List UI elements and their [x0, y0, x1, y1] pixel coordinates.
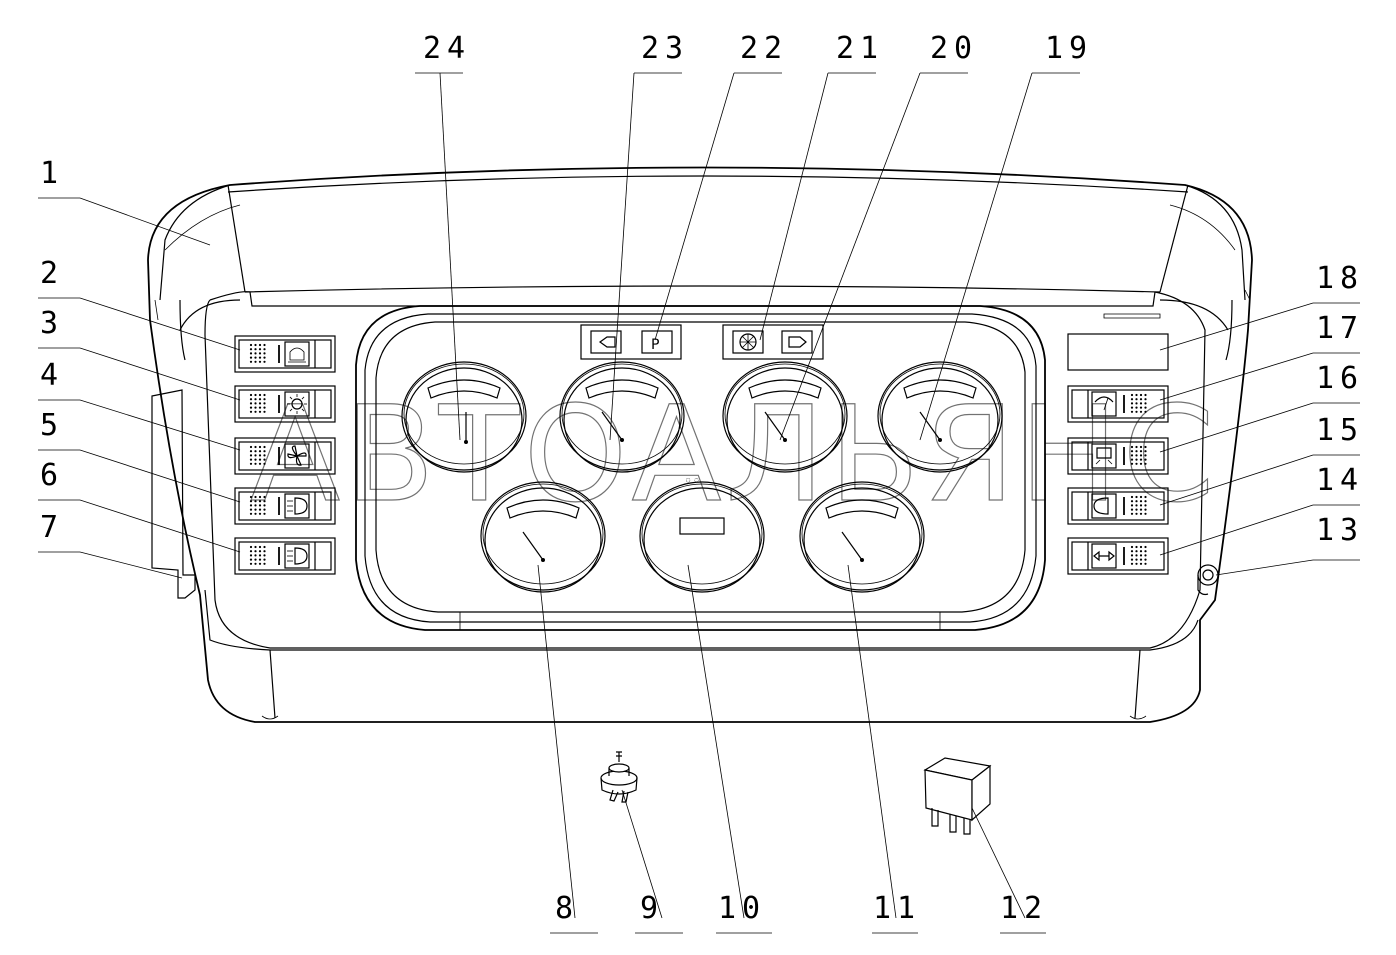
switch-right-2[interactable]	[1067, 437, 1169, 475]
watermark-text: АВТОАЛЬЯНС	[250, 378, 1219, 532]
callout-23: 23	[609, 31, 689, 441]
tiny-mark: ◌ ◌	[686, 476, 699, 484]
callout-number: 7	[40, 510, 64, 545]
callout-number: 11	[873, 891, 921, 926]
switch-right-1[interactable]	[1067, 385, 1169, 423]
callout-14: 14	[1159, 463, 1364, 556]
callout-number: 23	[641, 31, 689, 66]
callout-1: 1	[38, 156, 211, 246]
callout-number: 14	[1316, 463, 1364, 498]
gauge-3	[722, 361, 848, 473]
switch-left-1[interactable]	[234, 335, 336, 373]
callout-number: 12	[1000, 891, 1048, 926]
callout-number: 10	[718, 891, 766, 926]
callout-number: 9	[640, 891, 664, 926]
gauge-6	[639, 481, 765, 593]
gauges-group	[401, 361, 1003, 593]
callout-number: 17	[1316, 311, 1364, 346]
switch-left-3[interactable]	[234, 437, 336, 475]
callout-10: 10	[687, 564, 772, 934]
callout-number: 1	[40, 156, 64, 191]
callout-number: 22	[740, 31, 788, 66]
indicator-block-left: P	[580, 324, 682, 360]
callout-8: 8	[537, 564, 598, 934]
callout-3: 3	[38, 306, 241, 401]
parking-indicator-label: P	[651, 337, 659, 353]
callout-7: 7	[38, 510, 183, 579]
callout-24: 24	[415, 31, 471, 441]
gauge-2	[559, 361, 685, 473]
switch-right-3[interactable]	[1067, 487, 1169, 525]
callout-11: 11	[847, 564, 921, 934]
callout-5: 5	[38, 408, 241, 503]
callout-number: 2	[40, 256, 64, 291]
callout-number: 24	[423, 31, 471, 66]
callout-22: 22	[654, 31, 788, 341]
callout-18: 18	[1159, 261, 1364, 351]
relay-part	[923, 757, 992, 835]
callout-number: 18	[1316, 261, 1364, 296]
callout-21: 21	[759, 31, 884, 341]
callout-20: 20	[779, 31, 978, 441]
callout-number: 5	[40, 408, 64, 443]
switch-left-5[interactable]	[234, 537, 336, 575]
callout-4: 4	[38, 358, 241, 451]
switches-group	[234, 335, 1169, 575]
panel-housing	[147, 166, 1253, 723]
callout-13: 13	[1215, 513, 1364, 576]
callout-number: 3	[40, 306, 64, 341]
callout-number: 21	[836, 31, 884, 66]
switch-right-4[interactable]	[1067, 537, 1169, 575]
callout-number: 6	[40, 458, 64, 493]
blank-plate	[1067, 333, 1169, 371]
callout-number: 19	[1045, 31, 1093, 66]
switch-left-2[interactable]	[234, 385, 336, 423]
callout-17: 17	[1159, 311, 1364, 401]
callout-number: 8	[555, 891, 579, 926]
callout-6: 6	[38, 458, 241, 553]
switch-left-4[interactable]	[234, 487, 336, 525]
callout-number: 4	[40, 358, 64, 393]
callout-2: 2	[38, 256, 241, 351]
gauge-7	[799, 481, 925, 593]
gauge-1	[401, 361, 527, 473]
buzzer-part	[600, 751, 638, 803]
callout-number: 16	[1316, 361, 1364, 396]
gauge-4	[877, 361, 1003, 473]
gauge-cluster-frame	[355, 305, 1046, 631]
callout-16: 16	[1159, 361, 1364, 453]
indicator-block-right	[722, 324, 824, 360]
callout-12: 12	[971, 807, 1048, 934]
callout-number: 13	[1316, 513, 1364, 548]
callout-19: 19	[919, 31, 1093, 441]
gauge-5	[480, 481, 606, 593]
callout-number: 20	[930, 31, 978, 66]
callout-number: 15	[1316, 413, 1364, 448]
callout-15: 15	[1159, 413, 1364, 506]
callout-9: 9	[621, 789, 683, 934]
